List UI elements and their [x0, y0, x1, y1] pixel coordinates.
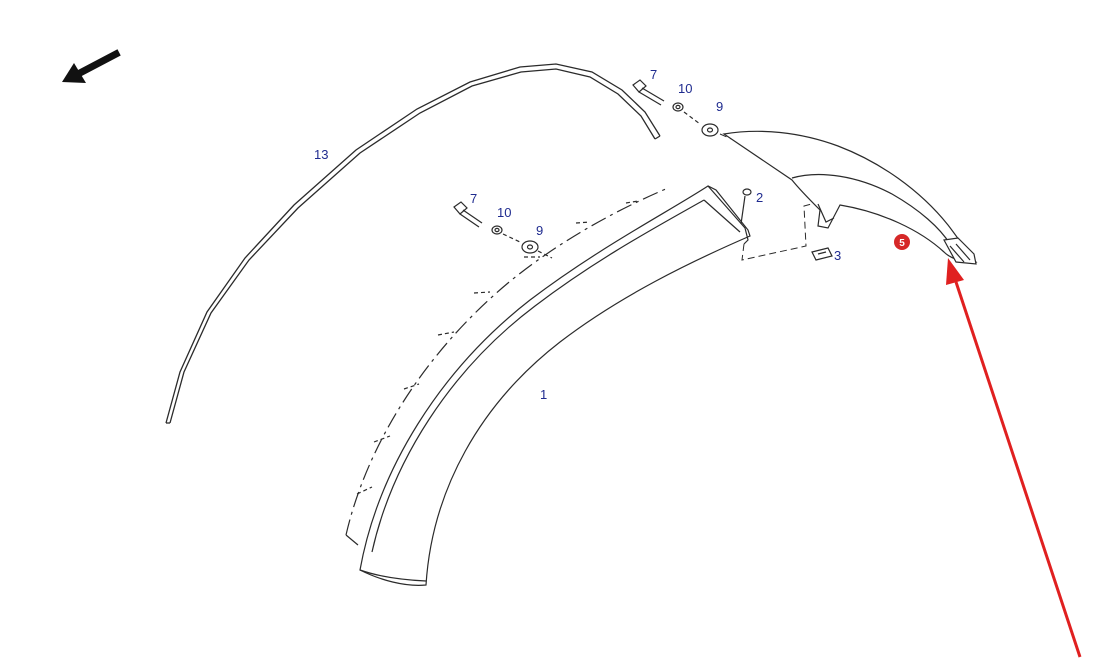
label-bolt-upper: 7	[650, 67, 657, 82]
fender-part	[345, 185, 751, 586]
callout-number: 5	[899, 238, 905, 249]
label-bolt-lower: 7	[470, 191, 477, 206]
lower-bolt-assembly	[453, 201, 553, 259]
label-screw: 2	[756, 190, 763, 205]
callout-badge: 5	[894, 234, 910, 250]
label-washer-large-lower: 9	[536, 223, 543, 238]
edge-strip-part	[165, 63, 661, 424]
screw-part	[740, 188, 752, 225]
red-pointer-arrow-icon	[946, 258, 1082, 658]
label-washer-large-upper: 9	[716, 99, 723, 114]
direction-arrow-icon	[62, 49, 121, 83]
label-clip: 3	[834, 248, 841, 263]
label-edge-strip: 13	[314, 147, 328, 162]
label-washer-small-upper: 10	[678, 81, 692, 96]
label-washer-small-lower: 10	[497, 205, 511, 220]
fender-extension-part	[722, 130, 978, 265]
label-fender: 1	[540, 387, 547, 402]
clip-part	[811, 247, 833, 261]
upper-bolt-assembly	[632, 79, 719, 137]
